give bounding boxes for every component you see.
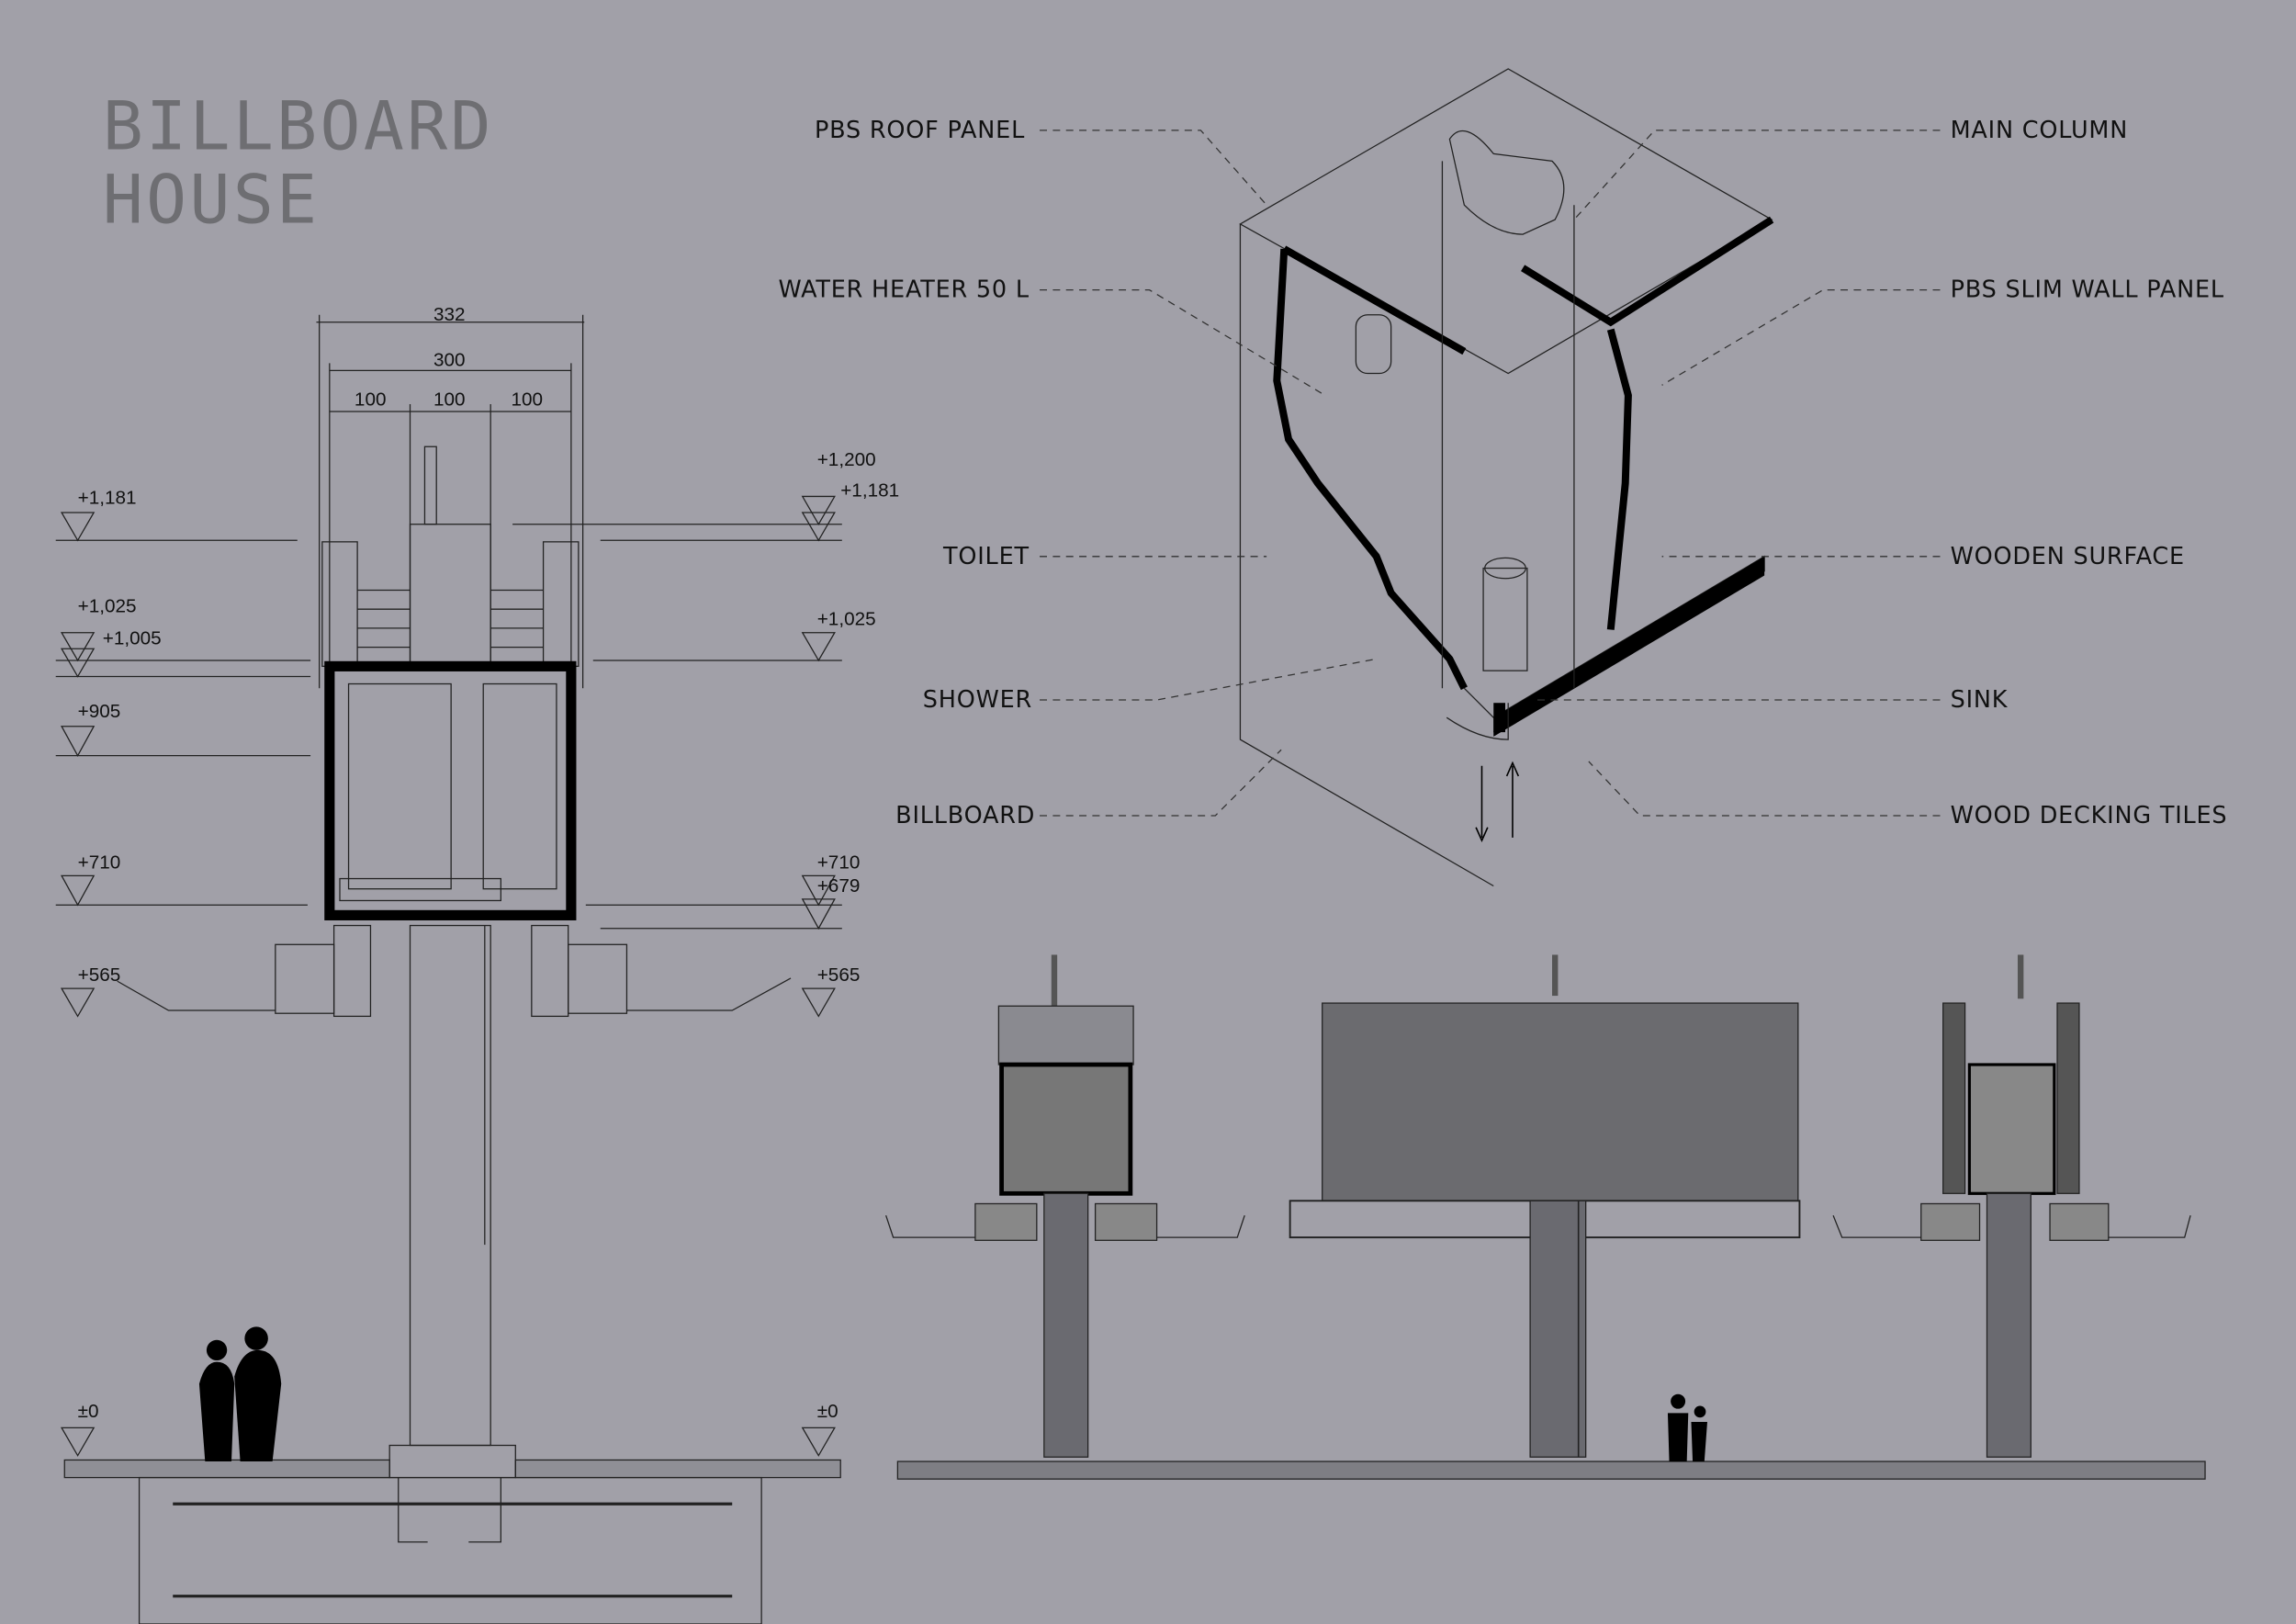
title-line-2: HOUSE: [103, 161, 321, 239]
elev-right-0: ±0: [817, 1401, 838, 1422]
label-billboard: BILLBOARD: [895, 802, 1035, 829]
billboard-panel: [1322, 1002, 1799, 1201]
dim-inner: 300: [433, 350, 466, 371]
elevation-markers-left: [55, 512, 311, 1457]
elev-right-1200: +1,200: [817, 449, 876, 470]
leader-lines: [1040, 130, 1941, 817]
dim-module-2: 100: [433, 389, 466, 411]
elevation-views: [885, 954, 2206, 1480]
elev-left-1025: +1,025: [78, 595, 137, 616]
front-elevation-billboard: [1289, 954, 1801, 1458]
dimension-lines: [316, 314, 585, 689]
dim-overall: 332: [433, 304, 466, 325]
elev-right-710: +710: [817, 851, 861, 873]
side-elevation-left: [885, 954, 1245, 1458]
dim-module-3: 100: [512, 389, 544, 411]
cabin-section: [324, 660, 577, 920]
elev-left-565: +565: [78, 964, 121, 986]
main-column-section: [409, 924, 491, 1447]
label-pbs-roof-panel: PBS ROOF PANEL: [815, 117, 1025, 144]
title-line-1: BILLBOARD: [103, 88, 494, 166]
human-figures: [198, 1326, 282, 1462]
axonometric-view: PBS ROOF PANEL WATER HEATER 50 L TOILET …: [778, 68, 2228, 887]
human-figures-small: [1667, 1393, 1707, 1462]
elev-left-1005: +1,005: [103, 627, 162, 648]
elev-right-1181: +1,181: [840, 479, 899, 501]
label-sink: SINK: [1951, 686, 2009, 714]
label-shower: SHOWER: [923, 686, 1032, 714]
ground-line: [896, 1460, 2206, 1480]
elevation-markers-right: [512, 495, 842, 1457]
elev-right-679: +679: [817, 875, 861, 897]
section-drawing: 332 300 100 100 100 +1,181 +1,025 +1,005…: [55, 304, 899, 1624]
label-toilet: TOILET: [942, 543, 1030, 570]
label-wood-decking-tiles: WOOD DECKING TILES: [1951, 802, 2228, 829]
elev-left-0: ±0: [78, 1401, 99, 1422]
label-water-heater: WATER HEATER 50 L: [778, 276, 1029, 304]
elev-left-905: +905: [78, 701, 121, 722]
elev-right-1025: +1,025: [817, 609, 876, 630]
label-wooden-surface: WOODEN SURFACE: [1951, 543, 2185, 570]
label-pbs-slim-wall-panel: PBS SLIM WALL PANEL: [1951, 276, 2224, 304]
label-main-column: MAIN COLUMN: [1951, 117, 2128, 144]
elev-right-565: +565: [817, 964, 861, 986]
dim-module-1: 100: [355, 389, 387, 411]
elev-left-710: +710: [78, 851, 121, 873]
side-elevation-right: [1832, 954, 2191, 1458]
elev-left-1181: +1,181: [78, 487, 137, 508]
